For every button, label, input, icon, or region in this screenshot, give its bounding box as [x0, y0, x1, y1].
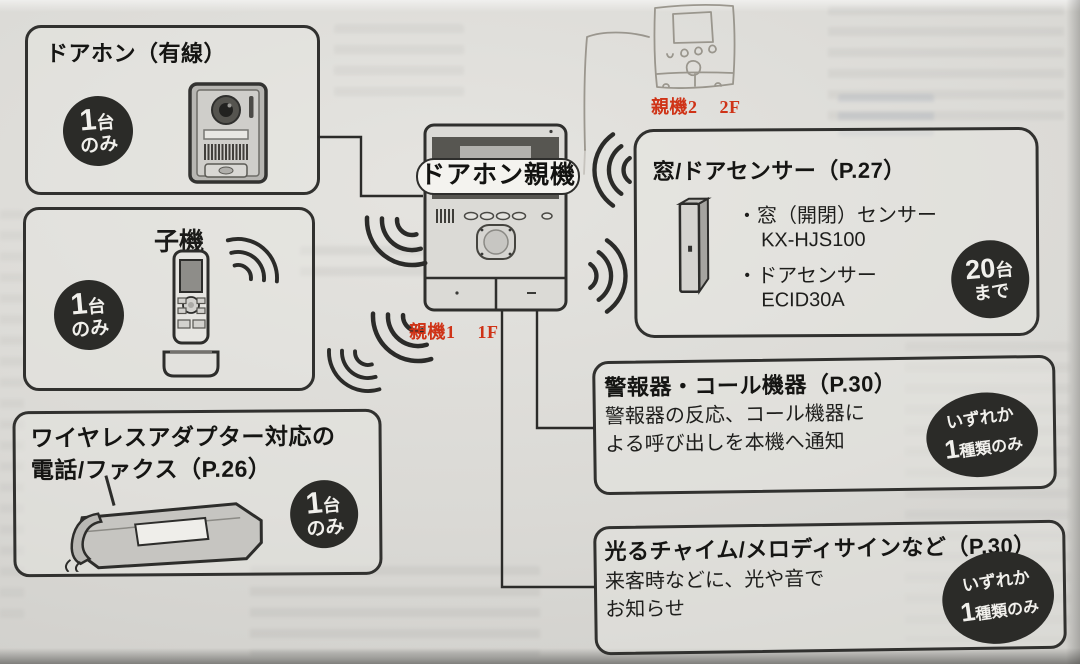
badge-line1: 1台	[69, 286, 107, 322]
hand-drawn-unit-sketch	[653, 4, 736, 89]
window-door-sensor-box: 窓/ドアセンサー（P.27） ・窓（開閉）センサー KX-HJS100 ・ドアセ…	[633, 126, 1040, 339]
hand-drawn-connector-line	[583, 31, 650, 151]
bullet: ・	[736, 205, 757, 228]
annotation-unit2-floor: 2F	[719, 97, 741, 117]
annotation-unit1-name: 親機1	[409, 322, 456, 342]
page-bleedthrough	[828, 6, 1064, 122]
sensor-illustration	[675, 196, 712, 295]
badge-count: 1	[78, 102, 98, 138]
cordless-handset-illustration	[162, 249, 220, 378]
limit-badge-sensor: 20台 まで	[947, 236, 1033, 322]
sensor-item-1: ・窓（開閉）センサー	[737, 198, 937, 228]
limit-badge-handset: 1台 のみ	[51, 277, 127, 353]
badge-unit: 台	[86, 295, 107, 317]
badge-unit: 台	[994, 258, 1015, 281]
radio-waves-icon	[594, 134, 629, 205]
wire-doorphone-to-main	[318, 135, 423, 198]
handset-box: 子機 1台 のみ	[23, 207, 315, 391]
limit-badge-alarm: いずれか 1種類のみ	[920, 385, 1044, 485]
page-bleedthrough	[250, 566, 540, 656]
page-bleedthrough	[838, 94, 934, 136]
annotation-main-unit-1: 親機1 1F	[409, 318, 499, 344]
badge-line1: 1台	[78, 102, 116, 138]
phone-fax-box: ワイヤレスアダプター対応の 電話/ファクス（P.26） 1台 のみ	[12, 408, 383, 578]
annotation-unit1-floor: 1F	[477, 322, 499, 342]
phone-fax-title-line1: ワイヤレスアダプター対応の	[30, 423, 336, 452]
badge-unit: 台	[321, 494, 342, 516]
badge-count: 1	[304, 485, 324, 521]
badge-count: 20	[963, 252, 997, 286]
radio-waves-icon	[316, 336, 391, 405]
bullet: ・	[737, 265, 758, 288]
badge-unit: 台	[95, 111, 116, 133]
wired-doorphone-title: ドアホン（有線）	[46, 41, 227, 66]
sensor-item-2-model: ECID30A	[761, 288, 845, 312]
sensor-item-2-name: ドアセンサー	[757, 264, 877, 288]
badge-line2: まで	[972, 280, 1011, 304]
wire-main-to-chime	[500, 311, 595, 589]
chime-box-body-2: お知らせ	[605, 598, 686, 622]
badge-count: 1	[69, 286, 89, 322]
wire-main-to-alarm	[535, 311, 594, 430]
badge-rest: 種類のみ	[958, 435, 1025, 462]
badge-rest: 種類のみ	[974, 598, 1041, 625]
alarm-call-box: 警報器・コール機器（P.30） 警報器の反応、コール機器に よる呼び出しを本機へ…	[592, 354, 1057, 496]
page-bleedthrough	[334, 24, 464, 98]
annotation-main-unit-2: 親機2 2F	[651, 93, 741, 119]
sensor-item-1-model: KX-HJS100	[760, 228, 866, 252]
limit-badge-wired: 1台 のみ	[60, 93, 136, 169]
alarm-box-body-2: よる呼び出しを本機へ通知	[605, 430, 845, 457]
door-camera-illustration	[188, 82, 268, 184]
fax-machine-illustration	[64, 475, 263, 573]
badge-line1: 1台	[304, 485, 342, 521]
wired-doorphone-box: ドアホン（有線） 1台 のみ	[25, 25, 320, 195]
sensor-item-2: ・ドアセンサー	[737, 259, 877, 289]
doorphone-main-unit-illustration	[423, 123, 568, 312]
badge-line2: のみ	[70, 316, 111, 342]
radio-waves-icon	[590, 240, 625, 311]
hand-drawn-connector-line-fade	[583, 149, 586, 175]
badge-line2: のみ	[305, 515, 346, 541]
badge-line2: のみ	[79, 132, 120, 158]
light-chime-box: 光るチャイム/メロディサインなど（P.30） 来客時などに、光や音で お知らせ …	[593, 519, 1067, 656]
sensor-item-1-name: 窓（開閉）センサー	[756, 204, 937, 228]
sensor-box-title: 窓/ドアセンサー（P.27）	[652, 157, 906, 184]
chime-box-body-1: 来客時などに、光や音で	[604, 568, 825, 594]
annotation-unit2-name: 親機2	[651, 97, 698, 117]
page-bleedthrough	[0, 210, 24, 620]
main-unit-label: ドアホン親機	[416, 158, 580, 195]
limit-badge-fax: 1台 のみ	[287, 477, 362, 552]
